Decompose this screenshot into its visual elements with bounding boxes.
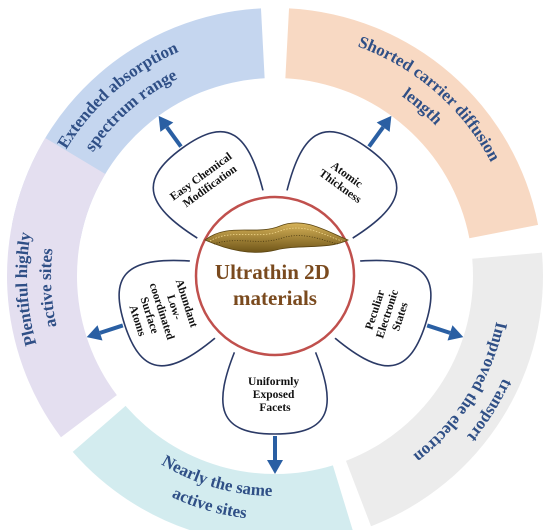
- petal-text-line: Facets: [259, 402, 291, 414]
- nanosheet-illustration: [204, 222, 349, 253]
- segment-shorted-carrier: [285, 8, 539, 239]
- arrows: [86, 115, 464, 474]
- center-hub: Ultrathin 2D materials: [188, 189, 362, 363]
- segment-improved-electron: [345, 252, 543, 527]
- arrow-to-shorted-carrier: [367, 115, 392, 148]
- outer-ring: [6, 8, 543, 530]
- petal-text-line: Uniformly: [248, 376, 299, 388]
- arrow-to-extended-absorption: [158, 115, 183, 148]
- segment-nearly-same: [72, 405, 353, 530]
- segment-plentiful-active: [6, 137, 117, 438]
- petal-uniformly-exposed: Uniformly Exposed Facets: [222, 345, 328, 435]
- petal-text-line: Exposed: [253, 389, 295, 401]
- center-title: Ultrathin 2D materials: [215, 260, 335, 310]
- arrow-to-improved-electron: [426, 323, 464, 341]
- svg-text:Uniformly Exposed: Uniformly Exposed Facets: [248, 376, 302, 414]
- center-title-line2: materials: [233, 286, 317, 310]
- arrow-to-nearly-same: [267, 436, 283, 474]
- arrow-to-plentiful-active: [86, 323, 124, 341]
- center-title-line1: Ultrathin 2D: [215, 260, 330, 284]
